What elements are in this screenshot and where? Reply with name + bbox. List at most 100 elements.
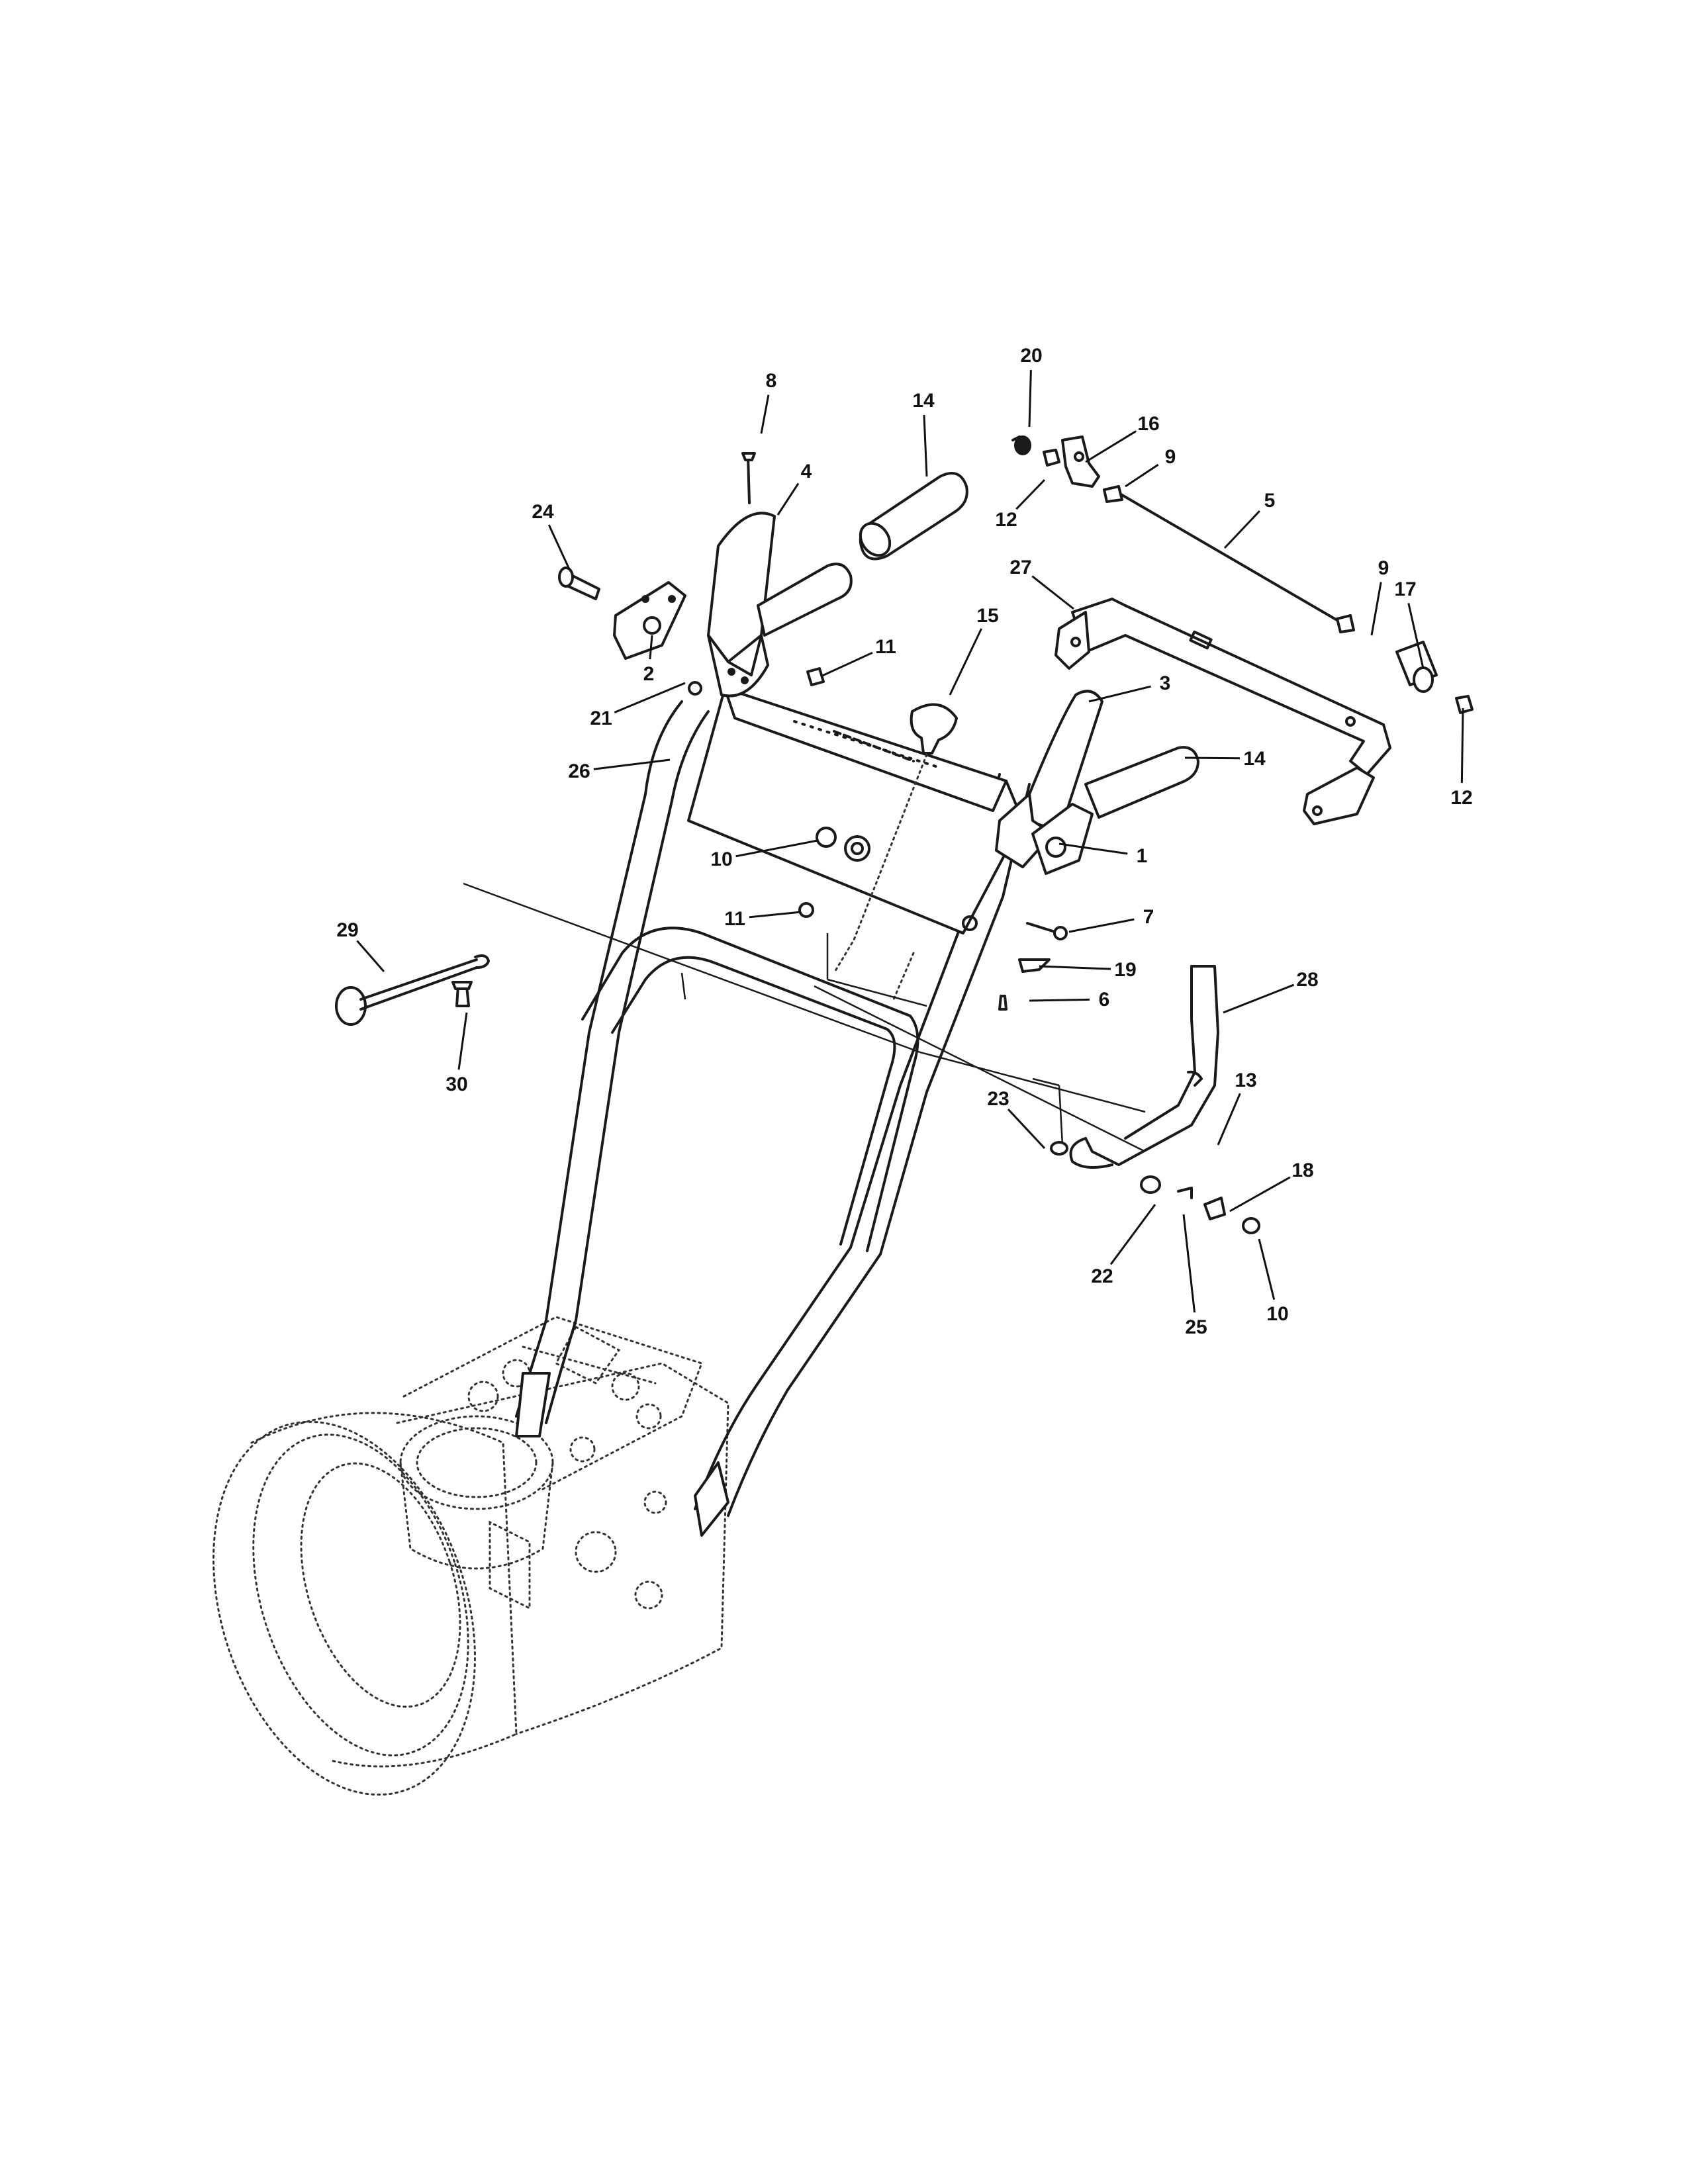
callout-label-7: 7 xyxy=(1143,906,1154,928)
leader-line-18 xyxy=(1229,1176,1291,1212)
right-control-cover xyxy=(1031,803,1094,875)
leader-line-15 xyxy=(949,628,982,696)
nut-12-top xyxy=(1043,449,1060,467)
leader-line-12 xyxy=(1015,478,1046,510)
leader-line-11 xyxy=(820,651,873,678)
leader-line-14 xyxy=(923,414,928,477)
leader-line-20 xyxy=(1028,369,1032,428)
left-pivot-bracket xyxy=(613,581,686,660)
wire-rod xyxy=(335,954,490,1026)
callout-leaders xyxy=(356,369,1464,1313)
nut-11-lower xyxy=(798,902,814,918)
leader-line-6 xyxy=(1029,998,1090,1002)
leader-line-12 xyxy=(1460,707,1464,784)
callout-label-4: 4 xyxy=(801,461,812,482)
callout-label-30: 30 xyxy=(445,1073,467,1095)
callout-label-17: 17 xyxy=(1394,578,1416,600)
callout-label-12: 12 xyxy=(1450,787,1472,809)
bolt-30 xyxy=(451,981,473,1007)
callout-label-5: 5 xyxy=(1264,490,1276,512)
callout-label-11: 11 xyxy=(875,636,896,658)
leader-line-21 xyxy=(614,682,686,713)
link-lines xyxy=(463,882,1146,1153)
callout-label-11: 11 xyxy=(724,908,745,930)
control-cable xyxy=(1103,485,1355,633)
leader-line-10 xyxy=(1258,1238,1276,1300)
callout-label-20: 20 xyxy=(1020,345,1042,367)
leader-line-10 xyxy=(735,839,818,858)
leader-line-4 xyxy=(776,482,800,516)
handle-frame xyxy=(515,681,1031,1537)
leader-line-30 xyxy=(457,1012,468,1070)
nut-12-right xyxy=(1455,695,1474,714)
callout-label-8: 8 xyxy=(766,370,777,392)
chute-bracket-16 xyxy=(1061,435,1100,488)
leader-line-3 xyxy=(1088,685,1151,703)
callout-label-23: 23 xyxy=(987,1088,1009,1110)
shift-parts-lower xyxy=(1050,1070,1260,1234)
pin-6 xyxy=(998,995,1008,1011)
leader-line-16 xyxy=(1085,430,1137,463)
callout-label-26: 26 xyxy=(568,760,590,782)
shift-rod xyxy=(1069,965,1219,1169)
leader-line-27 xyxy=(1031,575,1074,610)
leader-line-2 xyxy=(649,635,653,660)
callout-label-15: 15 xyxy=(976,605,998,627)
leader-line-13 xyxy=(1217,1093,1241,1146)
leader-line-24 xyxy=(547,524,571,570)
ferrule-17 xyxy=(1395,641,1438,693)
left-grip-sleeve xyxy=(859,472,968,561)
screw-right xyxy=(1026,922,1068,940)
callout-label-10: 10 xyxy=(1266,1303,1288,1325)
leader-line-23 xyxy=(1007,1109,1046,1150)
leader-line-17 xyxy=(1407,603,1425,669)
callout-label-28: 28 xyxy=(1296,969,1318,991)
leader-line-29 xyxy=(356,940,385,972)
auger-housing xyxy=(212,1316,729,1796)
leader-line-8 xyxy=(760,394,770,434)
leader-line-28 xyxy=(1223,983,1295,1014)
leader-line-22 xyxy=(1109,1204,1156,1265)
shift-knob xyxy=(910,703,958,754)
leader-line-11 xyxy=(749,911,802,919)
callout-label-18: 18 xyxy=(1291,1160,1313,1181)
left-handle-tube xyxy=(757,563,853,637)
callout-label-1: 1 xyxy=(1137,845,1148,867)
leader-line-26 xyxy=(593,758,671,770)
callout-label-25: 25 xyxy=(1185,1316,1207,1338)
leader-line-5 xyxy=(1223,510,1260,549)
callout-label-29: 29 xyxy=(336,919,358,941)
callout-label-3: 3 xyxy=(1160,672,1171,694)
callout-label-14: 14 xyxy=(1243,748,1266,770)
nut-11 xyxy=(806,667,825,686)
chute-control-bracket xyxy=(1055,598,1391,825)
callout-label-2: 2 xyxy=(643,663,655,685)
leader-line-1 xyxy=(1058,842,1128,855)
leader-line-9 xyxy=(1125,463,1159,488)
callout-label-10: 10 xyxy=(710,848,732,870)
callout-label-24: 24 xyxy=(532,501,554,523)
leader-line-25 xyxy=(1182,1214,1196,1313)
spring-clip-20 xyxy=(1011,435,1031,455)
leader-line-19 xyxy=(1039,965,1111,970)
callout-label-19: 19 xyxy=(1114,959,1136,981)
callout-label-9: 9 xyxy=(1165,446,1176,468)
right-handle-tube xyxy=(1084,746,1199,819)
callout-label-12: 12 xyxy=(995,509,1017,531)
shoulder-bolt xyxy=(558,567,600,600)
screw-top xyxy=(741,452,756,504)
callout-label-22: 22 xyxy=(1091,1265,1113,1287)
callout-label-9: 9 xyxy=(1378,557,1389,579)
leader-line-7 xyxy=(1068,918,1135,933)
washer-10 xyxy=(816,827,870,862)
callout-label-16: 16 xyxy=(1137,413,1159,435)
callout-label-27: 27 xyxy=(1009,557,1031,578)
callout-label-6: 6 xyxy=(1099,989,1110,1011)
callout-label-21: 21 xyxy=(590,707,612,729)
pawl-19 xyxy=(1018,958,1051,973)
leader-line-9 xyxy=(1370,582,1382,636)
callout-label-13: 13 xyxy=(1235,1069,1256,1091)
callout-label-14: 14 xyxy=(912,390,935,412)
